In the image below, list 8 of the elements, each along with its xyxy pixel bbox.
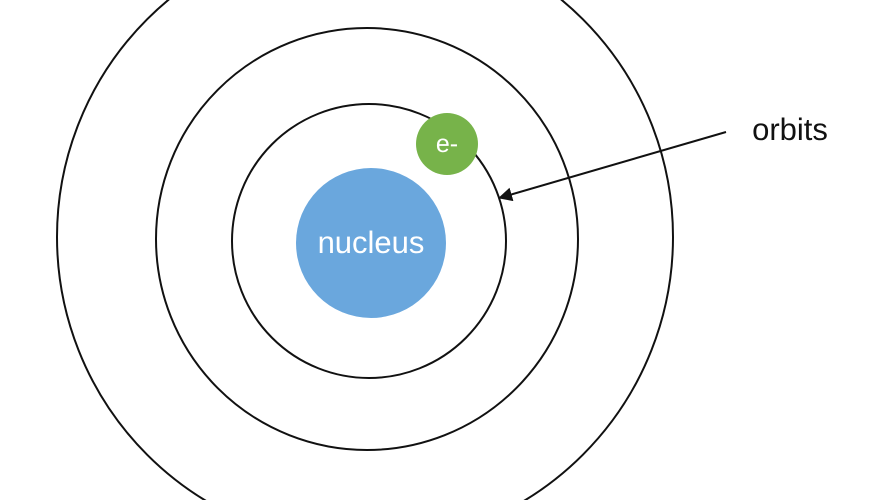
callout-label: orbits [752, 112, 828, 148]
node-label: nucleus [318, 225, 424, 261]
leader-line [498, 131, 726, 202]
node-label: e- [436, 130, 458, 158]
orbit-ring [155, 27, 579, 451]
electron-circle [416, 113, 478, 175]
orbit-ring [231, 103, 507, 379]
orbit-ring [56, 0, 674, 500]
